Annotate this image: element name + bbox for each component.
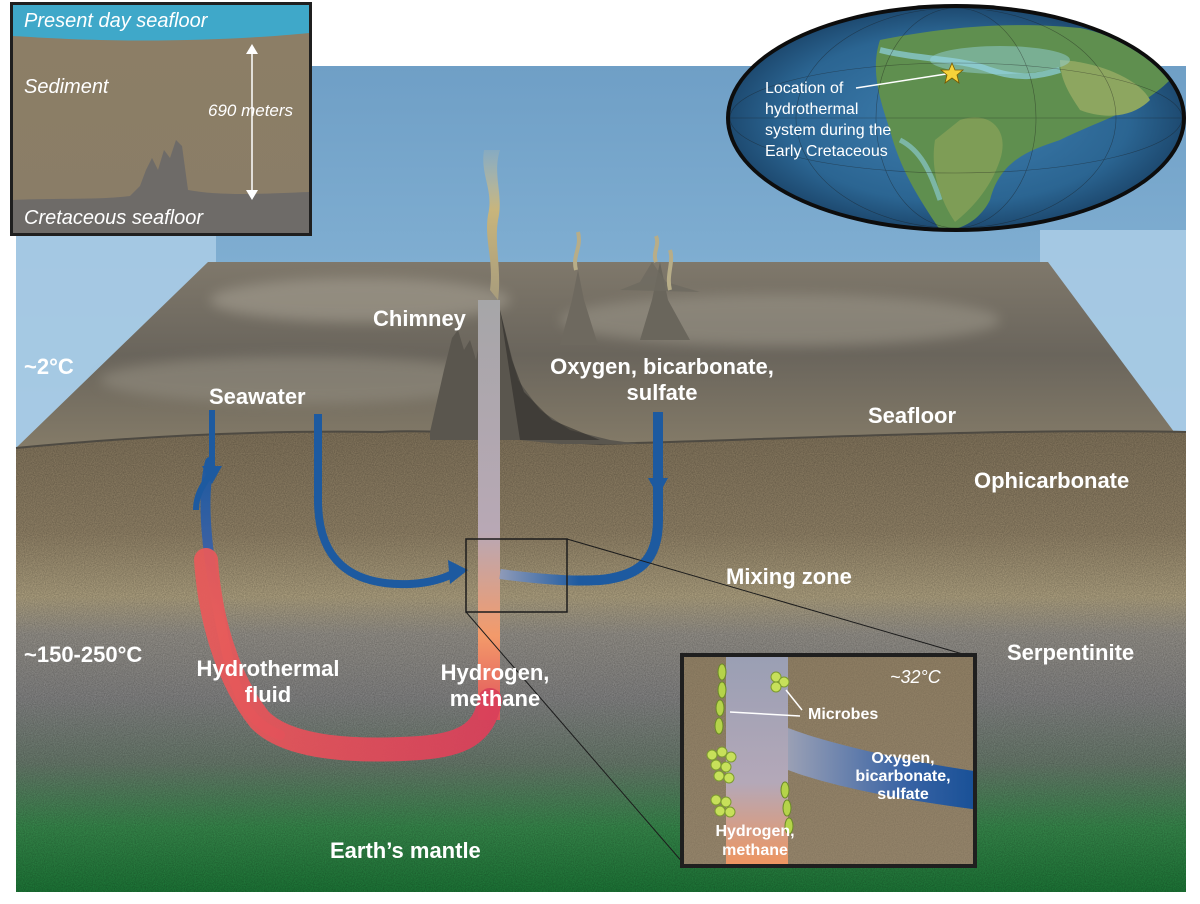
microbes-label: Microbes (808, 706, 879, 723)
depth-label: 690 meters (208, 101, 294, 120)
mantle-label: Earth’s mantle (330, 838, 481, 863)
arrow-down-icon (202, 466, 222, 484)
seawater-label: Seawater (209, 384, 306, 409)
inset-temp-label: ~32°C (890, 667, 941, 687)
oxygen-flow (499, 412, 663, 586)
serpentinite-label: Serpentinite (1007, 640, 1135, 665)
present-day-seafloor-label: Present day seafloor (24, 10, 208, 32)
microbe-chain (714, 663, 794, 835)
temp-hot-label: ~150-250°C (24, 642, 143, 667)
arrow-right-icon (448, 560, 468, 584)
microbe-inset (680, 653, 977, 868)
microbe-cluster (706, 671, 790, 818)
location-label: Location of hydrothermal system during t… (765, 80, 892, 160)
seawater-flow (314, 414, 459, 589)
vent-plume (483, 150, 500, 300)
sediment-label: Sediment (24, 76, 109, 98)
distant-chimneys (560, 231, 700, 345)
hydrothermal-fluid-label: Hydrothermal fluid (196, 656, 340, 707)
mixing-zone-label: Mixing zone (726, 564, 852, 589)
star-icon (939, 61, 965, 84)
riser-fluid (478, 300, 500, 720)
cretaceous-seafloor-label: Cretaceous seafloor (24, 207, 203, 229)
seafloor-label: Seafloor (868, 403, 957, 428)
arrow-down-icon (648, 478, 668, 496)
chimney-shadow (500, 310, 600, 440)
inset-oxygen-label: Oxygen, bicarbonate, sulfate (855, 750, 951, 803)
depth-inset (10, 2, 312, 236)
inset-hydrogen-label: Hydrogen, methane (715, 823, 795, 859)
left-widening-flow (194, 548, 502, 762)
oxygen-label: Oxygen, bicarbonate, sulfate (550, 354, 774, 405)
ophicarbonate-label: Ophicarbonate (974, 468, 1130, 493)
chimney-label: Chimney (373, 306, 466, 331)
temp-cold-label: ~2°C (24, 354, 74, 379)
paleo-globe (726, 4, 1186, 232)
zoom-box (465, 538, 568, 613)
hydrogen-methane-label: Hydrogen, methane (440, 660, 550, 711)
